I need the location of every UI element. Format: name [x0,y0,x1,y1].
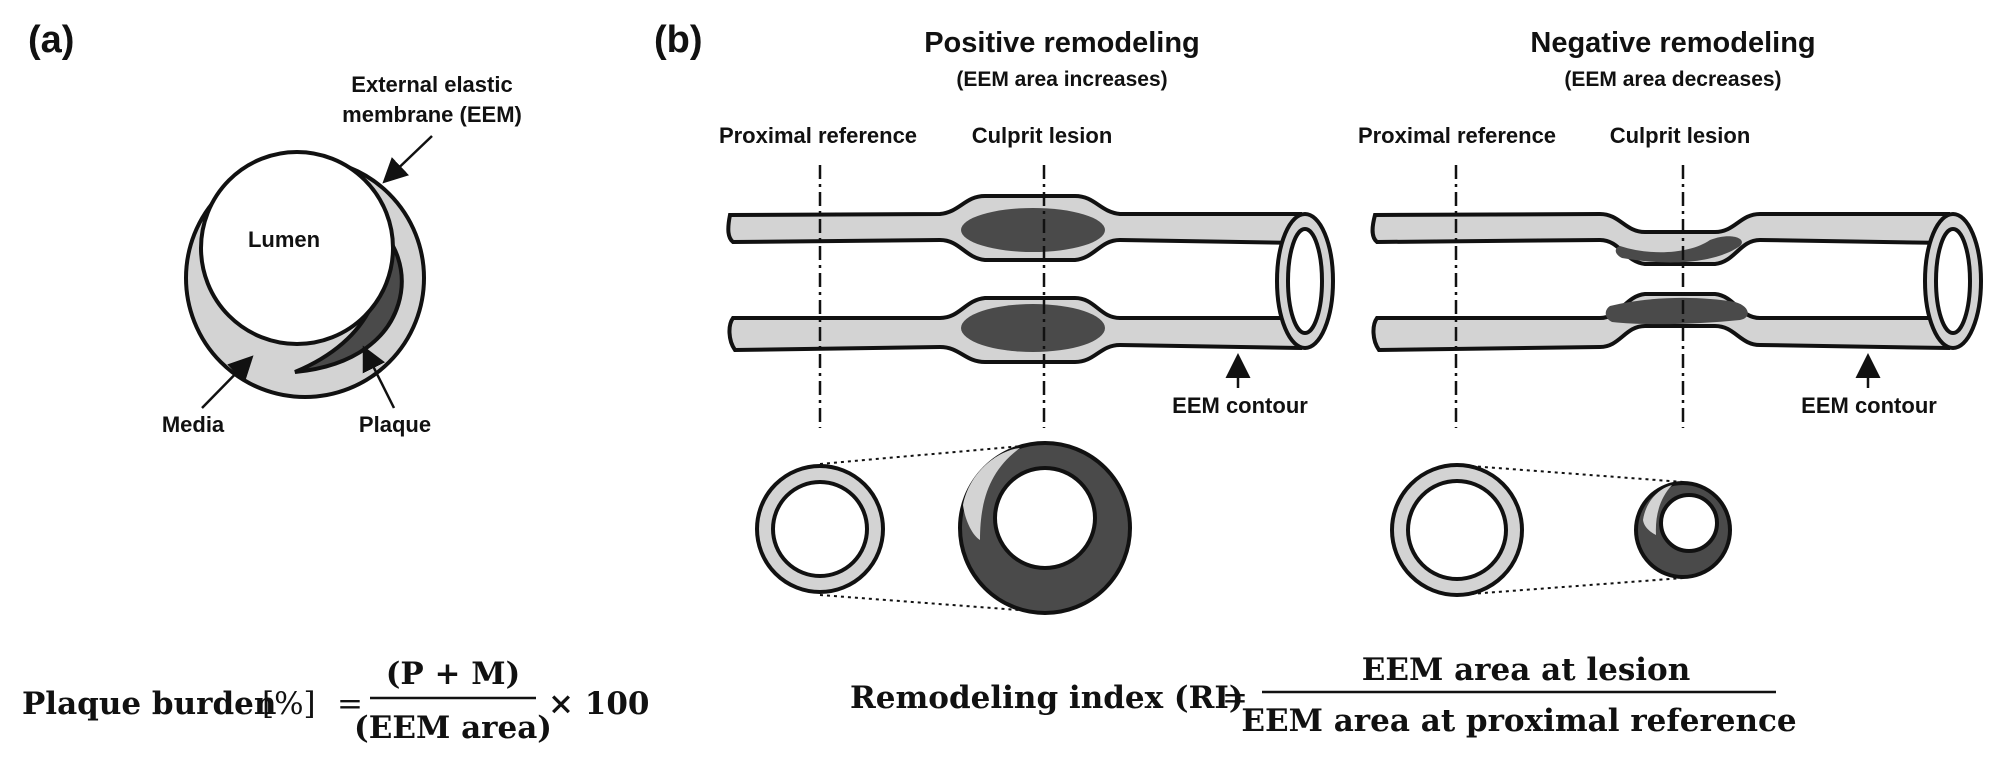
negative-subtitle: (EEM area decreases) [1564,68,1781,91]
ri-lhs: Remodeling index (RI) [850,680,1244,716]
eem-label-line1: External elastic [351,72,512,97]
plaque-label: Plaque [359,412,431,437]
ri-equals: = [1222,680,1248,716]
negative-vessel [1370,211,1983,353]
positive-subtitle: (EEM area increases) [956,68,1167,91]
positive-title: Positive remodeling [924,27,1200,59]
media-arrow [201,355,254,409]
remodeling-index-formula: Remodeling index (RI) = EEM area at lesi… [850,652,1797,739]
plaque-burden-formula: Plaque burden [%] = (P + M) (EEM area) ×… [22,656,649,746]
plaque-burden-numerator: (P + M) [386,656,521,692]
negative-proximal-label: Proximal reference [1358,123,1556,148]
lumen-circle [199,150,395,346]
negative-title: Negative remodeling [1530,27,1815,59]
positive-vessel [726,194,1335,364]
eem-arrow [382,135,433,184]
lumen-label: Lumen [248,227,320,252]
positive-cross-sections [755,441,1132,615]
eem-label-line2: membrane (EEM) [342,102,522,127]
panel-b-label: (b) [654,19,703,61]
vessel-cross-section-diagram [184,150,426,399]
plaque-burden-equals: = [337,686,363,722]
ri-numerator: EEM area at lesion [1362,652,1691,688]
positive-proximal-label: Proximal reference [719,123,917,148]
negative-cross-sections [1390,463,1732,597]
ri-denominator: EEM area at proximal reference [1241,703,1796,739]
plaque-burden-multiplier: × 100 [548,686,649,722]
positive-plaque-bottom [961,304,1105,352]
negative-plaque-top [1615,236,1742,263]
panel-a-label: (a) [28,19,74,61]
negative-contour-label: EEM contour [1801,393,1937,418]
plaque-burden-unit: [%] [262,686,316,722]
positive-contour-label: EEM contour [1172,393,1308,418]
negative-culprit-label: Culprit lesion [1610,123,1751,148]
negative-plaque-bottom [1605,297,1748,325]
plaque-burden-denominator: (EEM area) [354,710,552,746]
positive-plaque-top [961,208,1105,252]
media-label: Media [162,412,225,437]
positive-culprit-label: Culprit lesion [972,123,1113,148]
plaque-arrow [362,345,396,409]
plaque-burden-lhs: Plaque burden [22,686,276,722]
